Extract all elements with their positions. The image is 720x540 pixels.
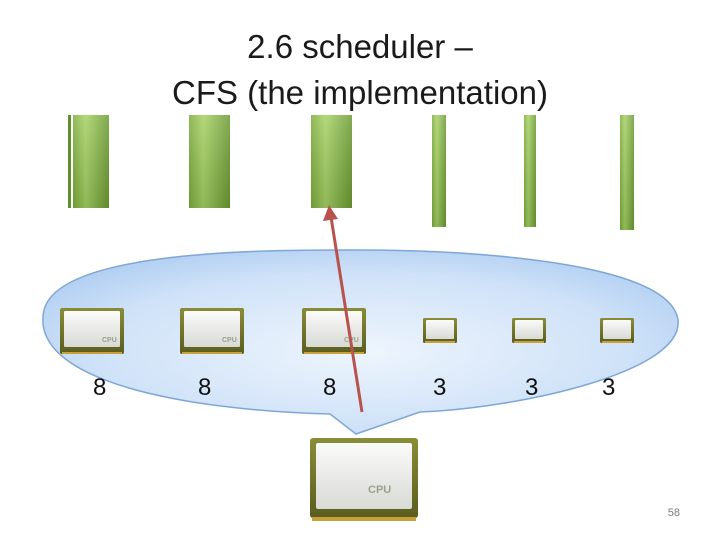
chip-cpu-label: CPU — [222, 337, 237, 344]
slide-title: 2.6 scheduler – CFS (the implementation) — [0, 24, 720, 116]
slide-title-line-2: CFS (the implementation) — [172, 74, 548, 111]
main-cpu-label: CPU — [368, 484, 391, 496]
slide-number: 58 — [667, 507, 680, 519]
runtime-bar — [432, 115, 446, 227]
task-cpu-chip: CPU — [302, 308, 366, 354]
chip-cpu-label: CPU — [102, 337, 117, 344]
runtime-bars — [68, 115, 634, 230]
task-weight-label: 3 — [433, 374, 446, 401]
runtime-bar — [189, 115, 230, 208]
task-weight-label: 3 — [602, 374, 615, 401]
task-cpu-chip — [600, 318, 634, 343]
runtime-bar — [311, 115, 352, 208]
scheduler-arrow — [323, 205, 364, 413]
runtime-bar — [68, 115, 109, 208]
task-weight-label: 3 — [525, 374, 538, 401]
task-cpu-chip — [423, 318, 457, 343]
task-cpu-chip: CPU — [60, 308, 124, 354]
task-cpu-chip: CPU — [180, 308, 244, 354]
task-weight-label: 8 — [198, 374, 211, 401]
runtime-bar — [524, 115, 536, 227]
task-weight-label: 8 — [93, 374, 106, 401]
slide-title-line-1: 2.6 scheduler – — [247, 28, 473, 65]
task-cpu-chip — [512, 318, 546, 343]
main-cpu-chip: CPU — [310, 438, 418, 521]
task-weight-label: 8 — [323, 374, 336, 401]
runtime-bar — [620, 115, 634, 230]
